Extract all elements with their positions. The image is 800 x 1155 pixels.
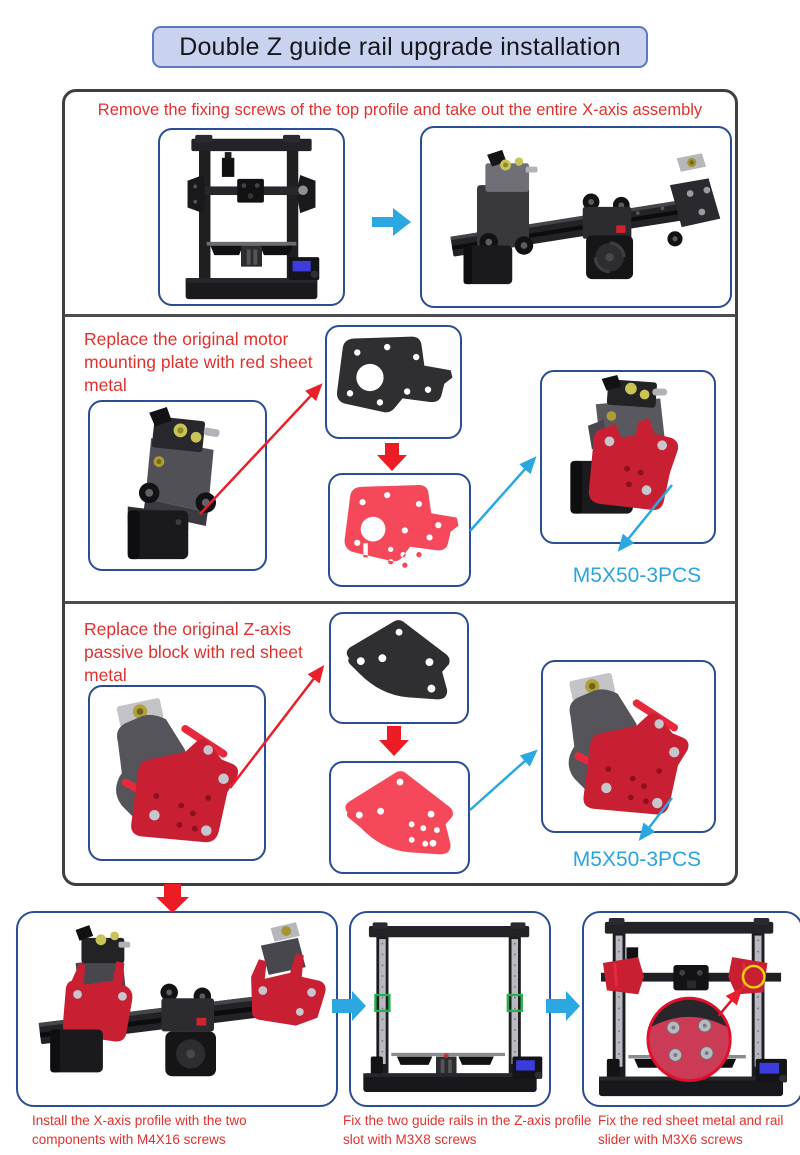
red-triangle-plate-illustration: [345, 771, 453, 855]
black-motor-plate-illustration: [336, 336, 453, 413]
z-axis-passive-block-red-illustration: [543, 662, 714, 831]
rail-slider-highlight-right: [506, 993, 523, 1013]
black-triangle-plate-illustration: [346, 620, 450, 700]
frame-with-guide-rails-illustration: [363, 922, 543, 1092]
step3-heading: Replace the original Z-axis passive bloc…: [84, 619, 303, 685]
step2-upgraded-extruder-image-frame: [540, 370, 716, 544]
section-divider: [64, 314, 736, 317]
section-divider: [64, 601, 736, 604]
bottom-arrow-right-2-icon: [546, 991, 580, 1021]
step1-xaxis-assembly-image-frame: [420, 126, 732, 308]
step3-red-plate-image-frame: [329, 761, 470, 874]
step2-red-plate-image-frame: [328, 473, 471, 587]
step6-caption: Fix the red sheet metal and rail slider …: [598, 1113, 784, 1147]
step2-original-extruder-image-frame: [88, 400, 267, 571]
step2-screw-label: M5X50-3PCS: [572, 564, 702, 587]
main-arrow-down-icon: [156, 884, 189, 913]
printer-illustration: [185, 134, 320, 300]
magnifier-pointer-arrow-icon: [717, 987, 743, 1017]
step2-black-plate-image-frame: [325, 325, 462, 439]
extruder-motor-assembly-illustration: [127, 406, 220, 560]
screw-detail-icons: [666, 1018, 714, 1062]
red-motor-plate-illustration: [344, 485, 459, 568]
x-axis-assembly-illustration: [450, 149, 721, 285]
screw-location-highlight: [741, 964, 766, 989]
step5-caption: Fix the two guide rails in the Z-axis pr…: [343, 1113, 592, 1147]
step4-caption: Install the X-axis profile with the two …: [32, 1113, 247, 1147]
step2-heading: Replace the original motor mounting plat…: [84, 329, 313, 395]
x-axis-with-red-parts-illustration: [38, 922, 326, 1077]
step1-heading: Remove the fixing screws of the top prof…: [97, 101, 703, 119]
z-axis-passive-block-illustration: [90, 687, 264, 859]
step3-black-plate-image-frame: [329, 612, 469, 724]
step6-image-frame: [582, 911, 800, 1107]
rail-slider-highlight-left: [374, 993, 391, 1013]
step1-printer-image-frame: [158, 128, 345, 306]
step4-image-frame: [16, 911, 338, 1107]
frame-with-red-sheet-metal-illustration: [599, 917, 787, 1097]
step3-passive-block-image-frame: [88, 685, 266, 861]
step5-image-frame: [349, 911, 551, 1107]
page-title: Double Z guide rail upgrade installation: [152, 26, 648, 68]
extruder-with-red-plate-illustration: [570, 375, 679, 514]
step3-upgraded-passive-block-image-frame: [541, 660, 716, 833]
step3-screw-label: M5X50-3PCS: [572, 848, 702, 871]
